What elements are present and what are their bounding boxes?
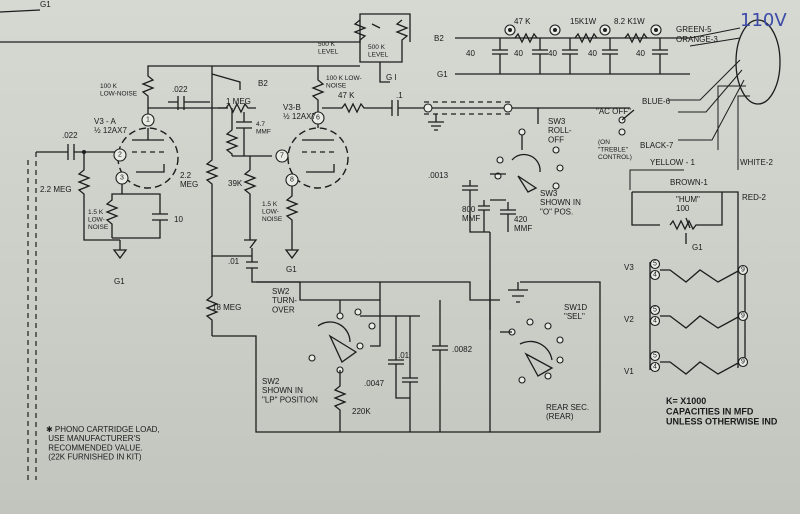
label-black-7: BLACK-7: [640, 141, 674, 150]
label-v2: V2: [624, 315, 634, 324]
middle-network: [205, 66, 490, 433]
label-g1-right: G I: [386, 73, 397, 82]
label-01b: .01: [398, 351, 410, 360]
label-022-top: .022: [172, 85, 188, 94]
label-0013: .0013: [428, 171, 449, 180]
label-47k-top: 47 K: [514, 17, 531, 26]
label-cap-10: 10: [174, 215, 183, 224]
top-rail: [0, 9, 690, 83]
label-brown-1: BROWN-1: [670, 178, 708, 187]
sw2-network: [256, 281, 500, 432]
label-yellow-1: YELLOW - 1: [650, 158, 695, 167]
label-green-5: GREEN-5: [676, 25, 712, 34]
svg-text:6: 6: [316, 115, 320, 122]
label-0047: .0047: [364, 379, 385, 388]
label-orange-3: ORANGE-3: [676, 35, 718, 44]
label-g1-v3a: G1: [114, 277, 125, 286]
label-white-2: WHITE-2: [740, 158, 773, 167]
label-g1-mid: G1: [437, 70, 448, 79]
label-cap-1: .1: [396, 91, 403, 100]
svg-text:1: 1: [146, 117, 150, 124]
svg-text:5: 5: [653, 353, 657, 360]
label-v3: V3: [624, 263, 634, 272]
label-18meg: 18 MEG: [212, 303, 241, 312]
label-47k-mid: 47 K: [338, 91, 355, 100]
svg-text:5: 5: [653, 307, 657, 314]
svg-text:9: 9: [741, 313, 745, 320]
label-1meg: 1 MEG: [226, 97, 251, 106]
sw1d-network: [489, 280, 601, 433]
label-rear-sec: REAR SEC.(REAR): [546, 403, 589, 421]
label-39k: 39K: [228, 179, 243, 188]
label-220k: 220K: [352, 407, 371, 416]
label-g1-v3b: G1: [286, 265, 297, 274]
heater-pins: 5 4 9 5 4 9 5 4 9: [649, 258, 749, 373]
svg-text:7: 7: [280, 153, 284, 160]
label-cap-40d: 40: [588, 49, 597, 58]
v3b-pins: 6 7 8: [275, 111, 325, 187]
label-hum-100: "HUM"100: [676, 195, 700, 213]
label-handwritten-110v: 110V: [740, 10, 787, 31]
label-2m2-in: 2.2 MEG: [40, 185, 72, 194]
tube-v3b: [244, 66, 420, 260]
svg-text:9: 9: [741, 267, 745, 274]
label-cap-40a: 40: [466, 49, 475, 58]
svg-text:4: 4: [653, 318, 657, 325]
label-100k-b: 100 K LOW-NOISE: [326, 75, 362, 90]
output-line: [420, 101, 630, 131]
label-cap-40e: 40: [636, 49, 645, 58]
label-footnote: ✱ PHONO CARTRIDGE LOAD, USE MANUFACTURER…: [46, 425, 160, 462]
svg-text:2: 2: [118, 152, 122, 159]
svg-text:5: 5: [653, 261, 657, 268]
svg-text:3: 3: [120, 175, 124, 182]
label-15k: 15K1W: [570, 17, 597, 26]
label-8k2: 8.2 K1W: [614, 17, 645, 26]
svg-text:9: 9: [741, 359, 745, 366]
label-022-in: .022: [62, 131, 78, 140]
label-on-treble: (ON"TREBLE"CONTROL): [598, 139, 632, 161]
svg-text:8: 8: [290, 177, 294, 184]
svg-text:4: 4: [653, 364, 657, 371]
label-ac-off: "AC OFF": [596, 107, 631, 116]
svg-text:4: 4: [653, 272, 657, 279]
label-g1-top: G1: [40, 0, 51, 9]
label-sw1d: SW1D"SEL": [564, 303, 587, 321]
label-b2-mid: B2: [258, 79, 268, 88]
label-red-2: RED-2: [742, 193, 767, 202]
sw3-network: [462, 128, 564, 330]
label-cap-40c: 40: [548, 49, 557, 58]
label-0082: .0082: [452, 345, 473, 354]
label-b2-top: B2: [434, 34, 444, 43]
label-01a: .01: [228, 257, 240, 266]
tube-v3a: [105, 65, 360, 239]
label-cap-40b: 40: [514, 49, 523, 58]
v3a-pins: 1 2 3: [113, 113, 155, 185]
label-blue-6: BLUE-6: [642, 97, 671, 106]
heater-strings: [649, 262, 746, 375]
label-v1: V1: [624, 367, 634, 376]
input-section: [27, 144, 128, 480]
label-g1-hum: G1: [692, 243, 703, 252]
cable-bundle: [618, 19, 781, 368]
